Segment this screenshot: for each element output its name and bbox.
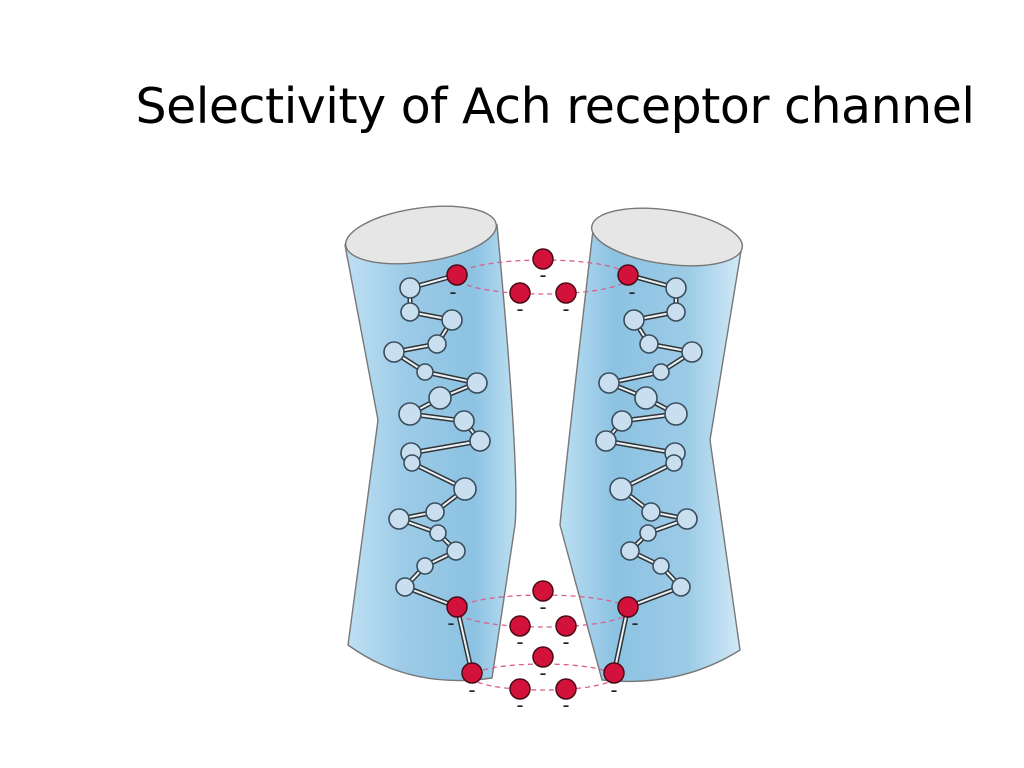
atom [598, 372, 620, 394]
charge-label: – [563, 699, 570, 714]
atom [416, 557, 434, 575]
atom [427, 334, 447, 354]
charge-label: – [563, 636, 570, 651]
atom [388, 508, 410, 530]
atom [383, 341, 405, 363]
charged-atom [509, 678, 531, 700]
atom [666, 302, 686, 322]
atom [466, 372, 488, 394]
left-helix [383, 272, 491, 676]
right-channel-subunit [559, 207, 744, 683]
atom [595, 430, 617, 452]
charged-atom [509, 282, 531, 304]
atom [665, 454, 683, 472]
left-cylinder-body [344, 224, 517, 682]
atom [453, 477, 477, 501]
charged-atom [555, 678, 577, 700]
atom [665, 277, 687, 299]
atom [634, 386, 658, 410]
charged-atom [461, 662, 483, 684]
atom [399, 277, 421, 299]
atom [620, 541, 640, 561]
atom [453, 410, 475, 432]
atom [641, 502, 661, 522]
atom [469, 430, 491, 452]
charge-label: – [632, 617, 639, 632]
charged-atom [555, 282, 577, 304]
charged-atom [532, 646, 554, 668]
charged-atom [532, 248, 554, 270]
atom [416, 363, 434, 381]
charge-label: – [517, 636, 524, 651]
atom [681, 341, 703, 363]
atom [429, 524, 447, 542]
charge-label: – [629, 286, 636, 301]
right-helix [595, 272, 703, 676]
charge-label: – [448, 617, 455, 632]
atom [652, 363, 670, 381]
charged-residues [446, 248, 639, 700]
charge-label: – [540, 269, 547, 284]
charged-atom [603, 662, 625, 684]
atom [639, 524, 657, 542]
right-cylinder-body [559, 229, 743, 683]
atom [441, 309, 463, 331]
charged-atom [532, 580, 554, 602]
charge-label: – [611, 684, 618, 699]
atom [652, 557, 670, 575]
charge-label: – [540, 667, 547, 682]
left-cylinder-top [344, 205, 498, 265]
atom [403, 454, 421, 472]
charged-atom [617, 596, 639, 618]
charge-label: – [563, 303, 570, 318]
charged-atom [555, 615, 577, 637]
atom [400, 302, 420, 322]
charged-atom [446, 264, 468, 286]
atom [664, 402, 688, 426]
left-channel-subunit [344, 205, 517, 682]
charge-label: – [469, 684, 476, 699]
atom [446, 541, 466, 561]
atom [609, 477, 633, 501]
atom [425, 502, 445, 522]
atom [398, 402, 422, 426]
right-helix-atoms [595, 277, 703, 597]
charge-label: – [540, 601, 547, 616]
charge-label: – [517, 303, 524, 318]
charge-label: – [517, 699, 524, 714]
atom [395, 577, 415, 597]
charged-atom [509, 615, 531, 637]
charged-atom [617, 264, 639, 286]
left-helix-atoms [383, 277, 491, 597]
atom [623, 309, 645, 331]
charge-labels: – – – – – – – – – – – – – – – [448, 269, 639, 714]
right-cylinder-top [590, 207, 744, 267]
atom [428, 386, 452, 410]
atom [676, 508, 698, 530]
slide-title: Selectivity of Ach receptor channel [135, 78, 975, 135]
atom [671, 577, 691, 597]
atom [611, 410, 633, 432]
atom [639, 334, 659, 354]
charge-label: – [450, 286, 457, 301]
charged-atom [446, 596, 468, 618]
